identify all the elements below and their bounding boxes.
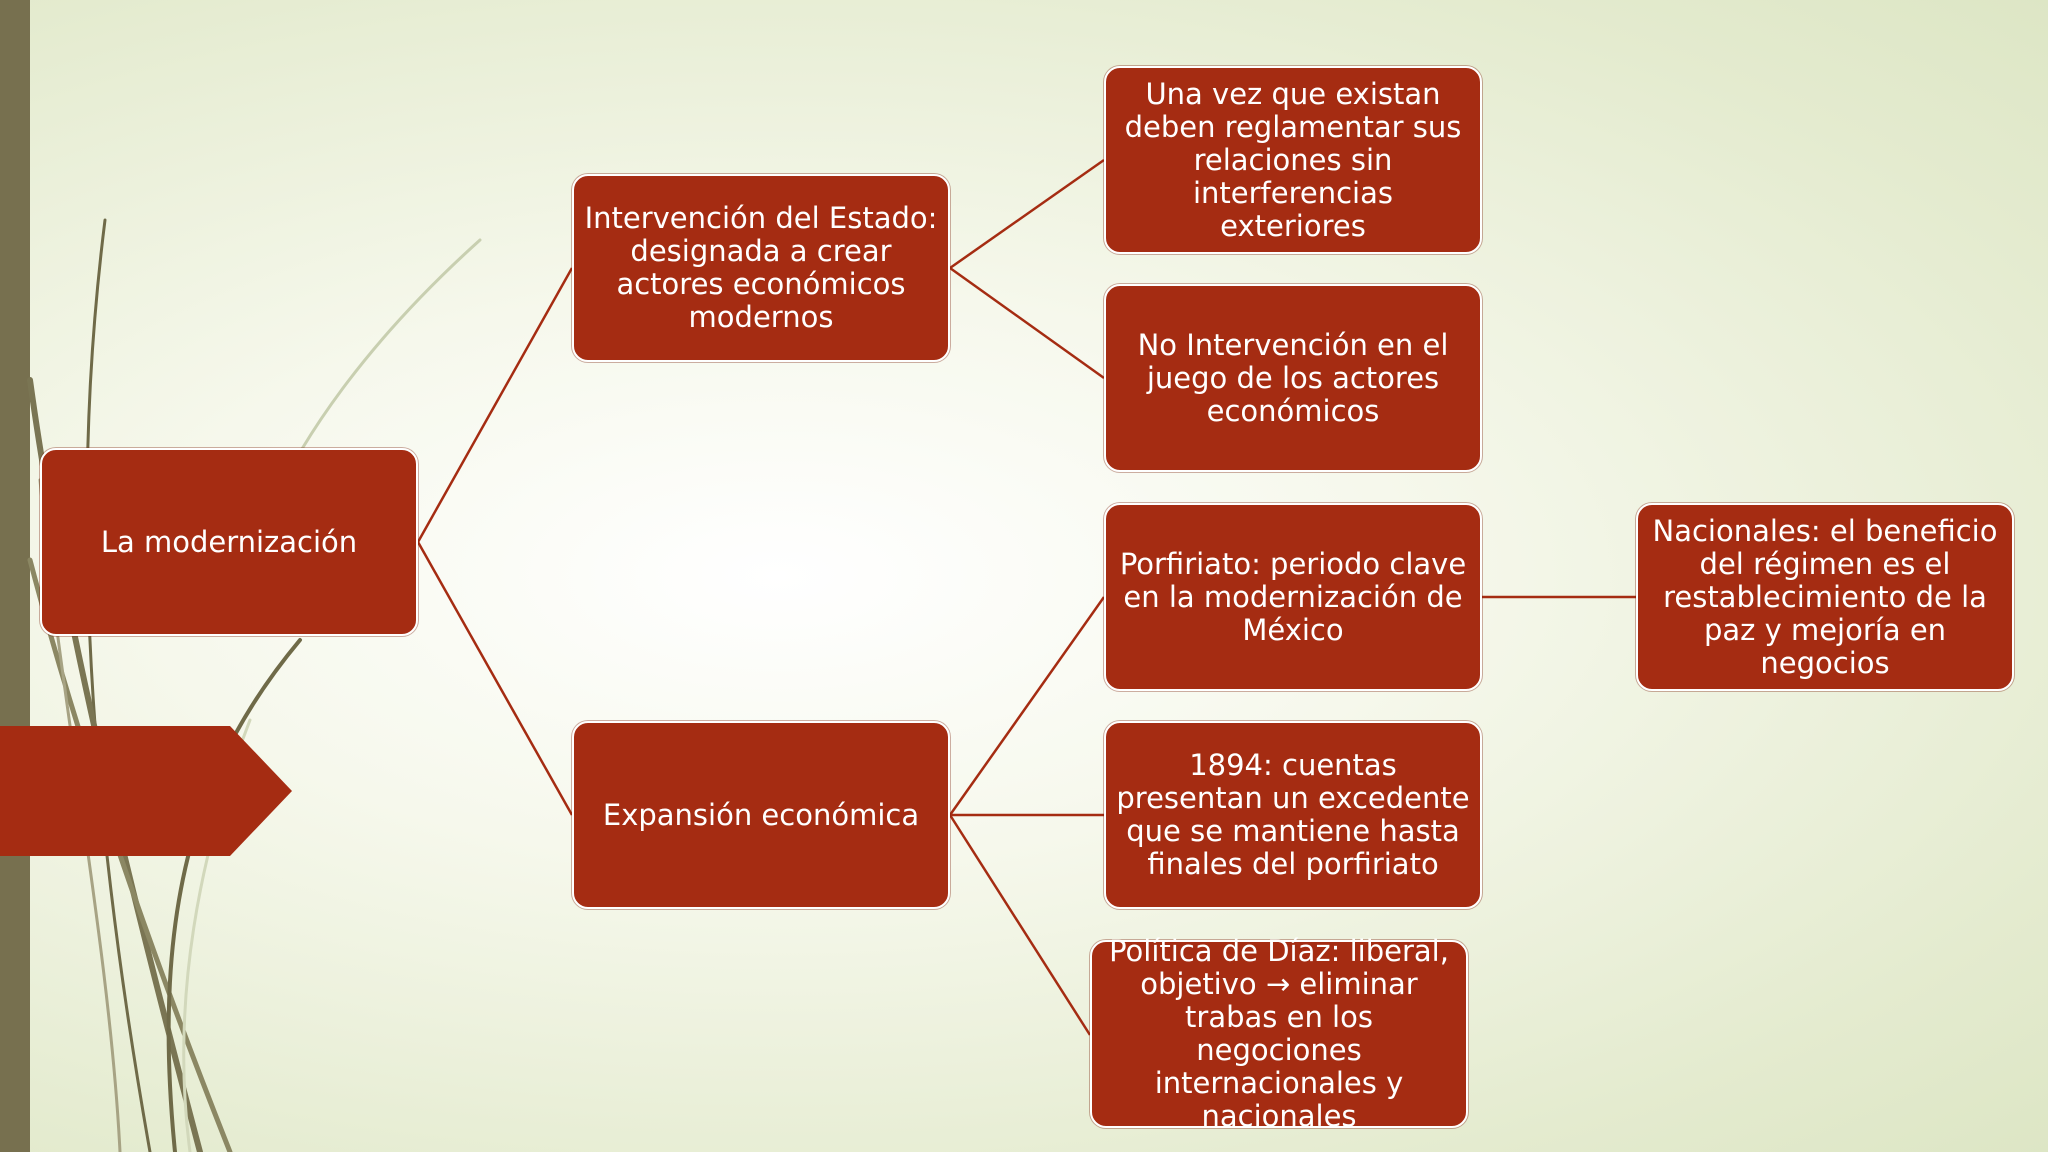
node-label: Política de Díaz: liberal, objetivo → el… [1102,935,1456,1133]
node-politica-de-diaz: Política de Díaz: liberal, objetivo → el… [1090,940,1468,1128]
node-label: No Intervención en el juego de los actor… [1116,329,1470,428]
node-porfiriato: Porfiriato: periodo clave en la moderniz… [1104,503,1482,691]
decorative-curves [30,220,480,1152]
node-label: Nacionales: el beneficio del régimen es … [1648,515,2002,680]
arrow-accent-shape [0,726,292,856]
node-expansion-economica: Expansión económica [572,721,950,909]
node-intervencion-del-estado: Intervención del Estado: designada a cre… [572,174,950,362]
node-label: Intervención del Estado: designada a cre… [584,202,938,334]
node-la-modernizacion: La modernización [40,448,418,636]
node-no-intervencion: No Intervención en el juego de los actor… [1104,284,1482,472]
node-reglamentar-relaciones: Una vez que existan deben reglamentar su… [1104,66,1482,254]
node-label: 1894: cuentas presentan un excedente que… [1116,749,1470,881]
left-accent-bar [0,0,30,1152]
node-label: Porfiriato: periodo clave en la moderniz… [1116,548,1470,647]
node-label: La modernización [101,526,357,559]
node-label: Expansión económica [603,799,919,832]
node-nacionales: Nacionales: el beneficio del régimen es … [1636,503,2014,691]
node-label: Una vez que existan deben reglamentar su… [1116,78,1470,243]
node-1894-cuentas: 1894: cuentas presentan un excedente que… [1104,721,1482,909]
